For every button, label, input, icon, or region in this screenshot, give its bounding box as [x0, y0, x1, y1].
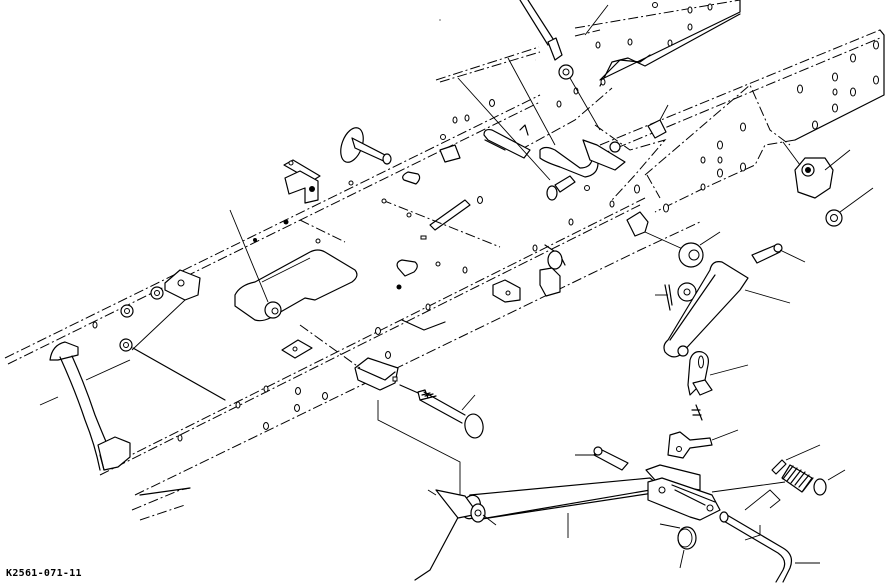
bracket	[493, 251, 562, 302]
turnbuckle-yoke	[688, 352, 748, 420]
snap-ring	[660, 524, 696, 568]
clevis-pin	[575, 447, 628, 470]
nut	[230, 210, 281, 318]
bracket	[282, 340, 312, 358]
collar	[678, 283, 696, 301]
brake-pedal	[40, 342, 130, 470]
bushing	[300, 325, 398, 390]
connecting-rod	[378, 400, 662, 538]
main-frame-rail-front	[93, 186, 700, 581]
pedal-shaft	[336, 125, 391, 166]
parking-lever-pivot	[646, 465, 720, 520]
right-frame-plate	[600, 30, 884, 212]
cotter-pin	[440, 145, 460, 162]
lock-rod	[520, 0, 600, 130]
clevis-pin	[648, 105, 668, 138]
lock-rod	[720, 512, 820, 582]
bushing	[627, 212, 720, 267]
clevis	[668, 430, 738, 458]
bracket	[165, 270, 200, 300]
figure-caption: K2561-071-11	[6, 568, 82, 579]
collar	[783, 142, 873, 226]
clevis-pin	[752, 244, 805, 263]
bracket	[284, 160, 320, 203]
connecting-rod	[86, 300, 225, 400]
return-spring	[712, 445, 845, 510]
floor-panel	[235, 172, 565, 330]
clevis-pin	[400, 385, 485, 439]
parking-lever-pivot	[458, 5, 665, 200]
nut	[120, 287, 163, 351]
lever-arm	[664, 262, 790, 357]
cotter-pin	[655, 285, 672, 310]
upper-frame-plate	[520, 0, 740, 150]
